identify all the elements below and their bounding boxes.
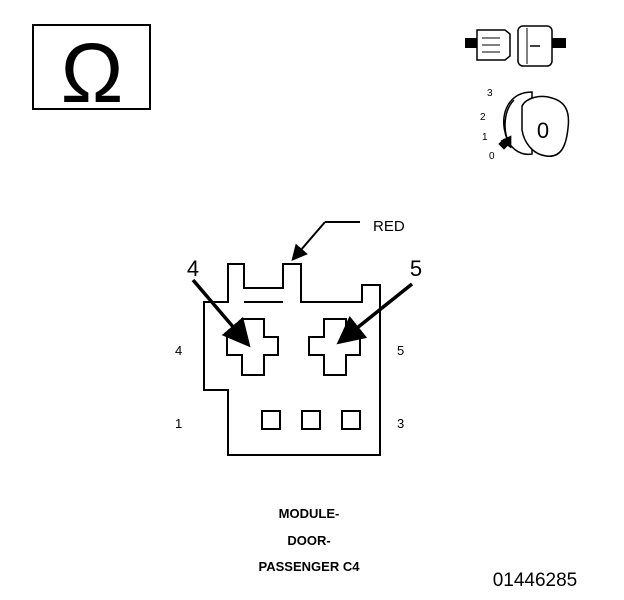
terminal-cavity-small	[341, 410, 361, 430]
cavity-number-1: 1	[175, 416, 182, 431]
cavity-number-3: 3	[397, 416, 404, 431]
ignition-position-1: 1	[482, 132, 488, 143]
callout-label-5: 5	[410, 256, 422, 281]
ohm-icon: Ω	[61, 26, 124, 120]
terminal-cavity-small	[301, 410, 321, 430]
connector-disconnected-icon	[465, 25, 566, 67]
ignition-position-0: 0	[489, 151, 495, 162]
callout-arrow-5: 5	[336, 256, 422, 345]
cavity-number-4: 4	[175, 343, 182, 358]
callout-arrow-4: 4	[187, 256, 251, 348]
ignition-position-3: 3	[487, 88, 493, 99]
wire-color-callout: RED	[291, 218, 405, 262]
terminal-cavity-small	[261, 410, 281, 430]
cavity-number-5: 5	[397, 343, 404, 358]
connector-body	[203, 263, 381, 456]
caption-line-1: MODULE-	[279, 506, 340, 521]
ignition-key-icon: 0 3 2 1 0	[480, 88, 570, 162]
connector-caption: MODULE- DOOR- PASSENGER C4	[259, 506, 361, 574]
callout-label-4: 4	[187, 256, 199, 281]
wire-color-label: RED	[373, 218, 405, 235]
ignition-position-2: 2	[480, 112, 486, 123]
ignition-key-label: 0	[537, 118, 549, 143]
caption-line-2: DOOR-	[287, 533, 330, 548]
figure-id: 01446285	[493, 570, 578, 591]
ohmmeter-symbol: Ω	[32, 24, 151, 120]
terminal-cavity-5	[308, 318, 361, 376]
ohm-box	[32, 24, 151, 110]
caption-line-3: PASSENGER C4	[259, 559, 361, 574]
